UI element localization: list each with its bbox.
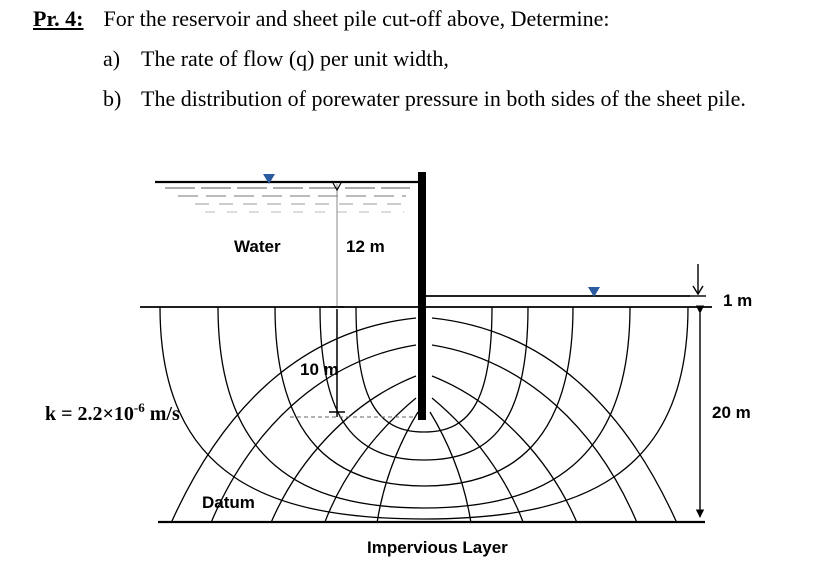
question-a: a) The rate of flow (q) per unit width, <box>103 46 449 72</box>
problem-statement: Pr. 4: For the reservoir and sheet pile c… <box>0 0 836 130</box>
question-a-label: a) <box>103 46 121 71</box>
pile-depth-dimension <box>290 309 416 418</box>
flow-net <box>159 307 689 522</box>
question-b: b) The distribution of porewater pressure… <box>103 86 746 112</box>
water-label: Water <box>234 237 281 256</box>
impervious-layer-label: Impervious Layer <box>367 538 508 557</box>
datum-label: Datum <box>202 493 255 512</box>
problem-header: Pr. 4: For the reservoir and sheet pile c… <box>33 6 610 32</box>
upstream-head-dimension <box>330 182 344 308</box>
question-b-text: The distribution of porewater pressure i… <box>141 86 746 111</box>
question-a-text: The rate of flow (q) per unit width, <box>141 46 449 71</box>
downstream-head-label: 1 m <box>723 291 752 310</box>
downstream-head-dimension <box>690 264 706 297</box>
permeability-value: k = 2.2×10 <box>45 403 134 425</box>
layer-thickness-label: 20 m <box>712 403 751 422</box>
equipotential-lines <box>170 317 678 522</box>
permeability-label: k = 2.2×10-6 m/s <box>45 400 180 425</box>
problem-number: Pr. 4: <box>33 6 84 31</box>
upstream-water-surface <box>155 180 418 213</box>
permeability-unit: m/s <box>145 403 180 425</box>
pile-depth-label: 10 m <box>300 360 339 379</box>
upstream-water-level-icon <box>263 174 275 184</box>
sheet-pile <box>418 172 426 420</box>
permeability-exponent: -6 <box>134 400 145 415</box>
question-b-label: b) <box>103 86 122 111</box>
problem-text: For the reservoir and sheet pile cut-off… <box>103 6 610 31</box>
downstream-water-level-icon <box>588 287 600 297</box>
flow-lines <box>159 307 689 520</box>
upstream-head-label: 12 m <box>346 237 385 256</box>
